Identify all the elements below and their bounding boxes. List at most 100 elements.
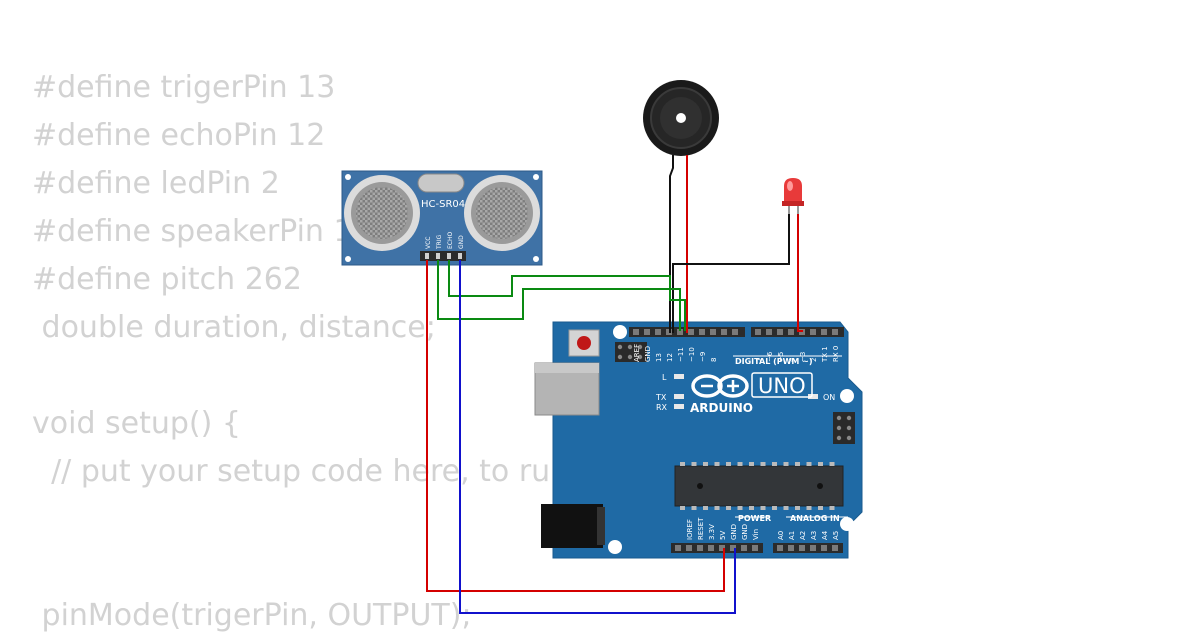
wire-led-black	[672, 214, 790, 333]
power-pin-hole[interactable]	[675, 545, 681, 551]
power-pin-hole[interactable]	[730, 545, 736, 551]
onboard-leds: L TX RX ON	[655, 373, 835, 412]
code-line: void setup() {	[32, 406, 241, 441]
digital-pin-hole[interactable]	[633, 329, 639, 335]
sensor-pin-header[interactable]	[420, 251, 466, 261]
power-pin-hole[interactable]	[708, 545, 714, 551]
power-pin-label: 5V	[719, 531, 727, 540]
wire-vcc-red	[426, 260, 725, 592]
digital-pin-hole[interactable]	[677, 329, 683, 335]
sensor-pin-label: VCC	[425, 237, 432, 249]
code-line: double duration, distance;	[32, 310, 436, 345]
analog-pin-hole[interactable]	[777, 545, 783, 551]
wire-gnd-blue	[459, 260, 736, 614]
power-pin-hole[interactable]	[741, 545, 747, 551]
wire-buzzer-black	[669, 155, 674, 333]
power-pin-holes[interactable]	[675, 545, 838, 551]
digital-pin-hole[interactable]	[777, 329, 783, 335]
digital-pin-label: ~3	[799, 352, 807, 362]
power-pin-label: GND	[741, 524, 749, 540]
sensor-pin-label: TRIG	[436, 234, 443, 250]
mounting-hole	[840, 517, 854, 531]
arduino-logo	[691, 374, 749, 398]
digital-pin-label: RX 0	[832, 346, 840, 362]
analog-pin-label: A4	[821, 530, 829, 540]
digital-pin-hole[interactable]	[766, 329, 772, 335]
digital-pin-label: ~5	[777, 352, 785, 362]
digital-pin-label: 13	[655, 353, 663, 362]
power-pin-hole[interactable]	[686, 545, 692, 551]
transducer-left	[344, 175, 420, 251]
led-label-rx: RX	[656, 403, 668, 412]
digital-pin-label: AREF	[633, 344, 641, 362]
code-line: // put your setup code here, to ru	[32, 454, 551, 489]
digital-pin-label: 12	[666, 353, 674, 362]
digital-pin-hole[interactable]	[732, 329, 738, 335]
code-line: pinMode(trigerPin, OUTPUT);	[32, 598, 472, 633]
analog-pin-hole[interactable]	[810, 545, 816, 551]
code-line: #define pitch 262	[32, 262, 302, 297]
digital-pin-hole[interactable]	[688, 329, 694, 335]
digital-pin-label: GND	[644, 346, 652, 362]
red-led[interactable]	[782, 178, 804, 214]
icsp-header-right	[833, 412, 855, 444]
wire-trig-green	[437, 260, 681, 331]
power-pin-hole[interactable]	[752, 545, 758, 551]
board-model-label: UNO	[758, 374, 806, 398]
digital-pin-hole[interactable]	[710, 329, 716, 335]
power-pin-hole[interactable]	[697, 545, 703, 551]
analog-pin-hole[interactable]	[788, 545, 794, 551]
reset-button-cap[interactable]	[577, 336, 591, 350]
digital-pin-label: 7	[755, 358, 763, 362]
digital-pin-label: ~6	[766, 351, 774, 362]
led-label-l: L	[662, 373, 667, 382]
analog-header-label: ANALOG IN	[790, 514, 840, 523]
analog-pin-label: A2	[799, 531, 807, 540]
analog-pin-hole[interactable]	[799, 545, 805, 551]
digital-pin-hole[interactable]	[821, 329, 827, 335]
digital-pin-hole[interactable]	[644, 329, 650, 335]
power-pin-label: 3.3V	[708, 524, 716, 540]
code-line: #define echoPin 12	[32, 118, 326, 153]
crystal-oscillator	[417, 173, 465, 193]
mounting-hole	[840, 389, 854, 403]
power-pin-label: RESET	[697, 517, 705, 540]
digital-pin-hole[interactable]	[832, 329, 838, 335]
power-pin-label: GND	[730, 524, 738, 540]
power-pin-label: Vin	[752, 529, 760, 540]
digital-pin-label: 2	[810, 358, 818, 362]
wires	[426, 155, 803, 614]
sensor-pin-label: GND	[458, 235, 465, 249]
power-jack	[541, 504, 603, 548]
led-rx	[674, 404, 684, 409]
piezo-buzzer[interactable]	[643, 80, 719, 156]
digital-pin-hole[interactable]	[699, 329, 705, 335]
analog-pin-hole[interactable]	[821, 545, 827, 551]
led-on	[808, 394, 818, 399]
digital-pin-hole[interactable]	[655, 329, 661, 335]
code-line: #define speakerPin 1	[32, 214, 353, 249]
led-l	[674, 374, 684, 379]
led-label-tx: TX	[655, 393, 667, 402]
digital-pin-label: ~11	[677, 347, 685, 362]
analog-pin-hole[interactable]	[832, 545, 838, 551]
digital-pin-label: ~9	[699, 352, 707, 362]
brand-label: ARDUINO	[690, 401, 753, 415]
power-pin-hole[interactable]	[719, 545, 725, 551]
digital-pin-hole[interactable]	[721, 329, 727, 335]
digital-header-label: DIGITAL (PWM ~)	[735, 357, 813, 366]
digital-pin-hole[interactable]	[810, 329, 816, 335]
sensor-pin-label: ECHO	[447, 232, 454, 249]
digital-pin-hole[interactable]	[788, 329, 794, 335]
analog-pin-label: A5	[832, 531, 840, 540]
icsp-header	[615, 342, 647, 362]
code-line: #define trigerPin 13	[32, 70, 336, 105]
wire-led-red	[797, 214, 803, 332]
mounting-hole	[608, 540, 622, 554]
digital-pin-hole[interactable]	[755, 329, 761, 335]
